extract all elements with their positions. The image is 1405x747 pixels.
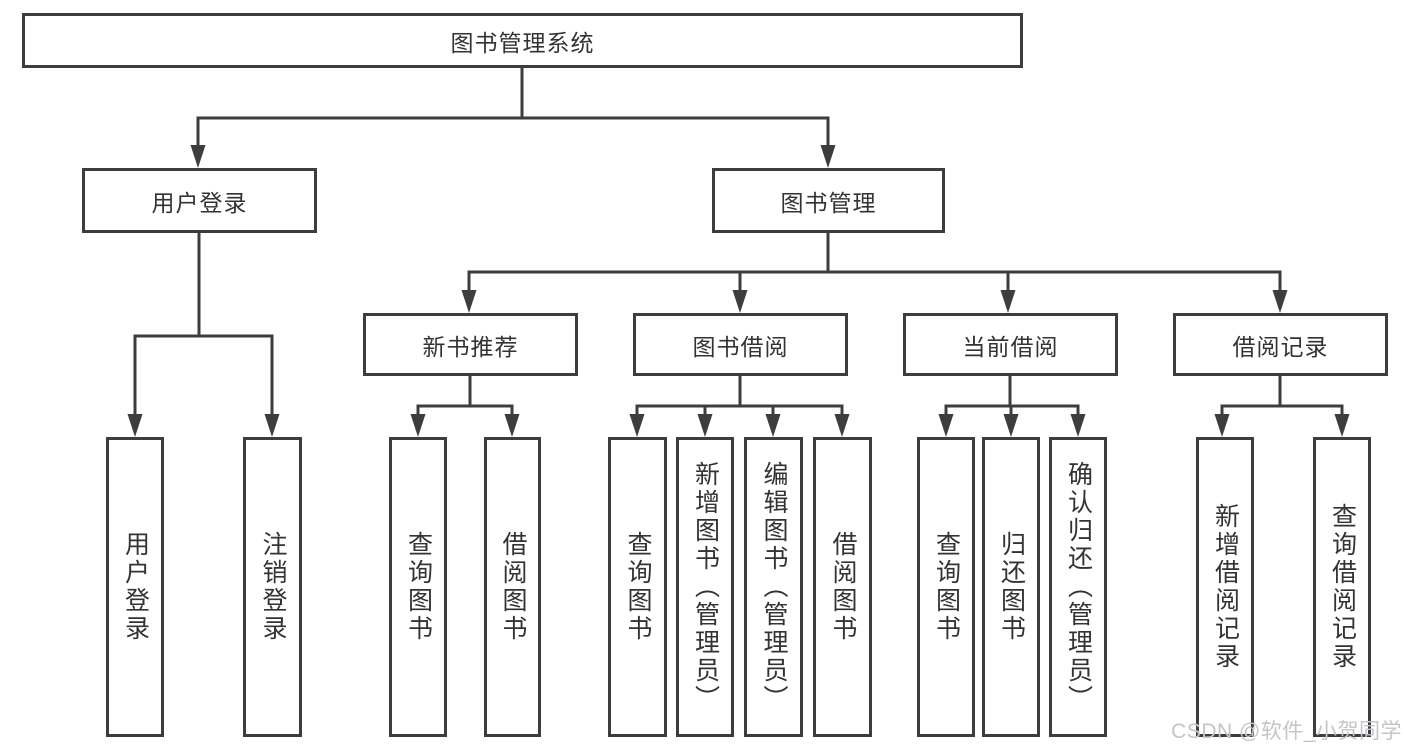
node-query-books-under-borrowing: 查询图书 bbox=[608, 437, 667, 737]
node-label: 借阅图书 bbox=[499, 531, 527, 643]
node-borrow-books-under-recommend: 借阅图书 bbox=[484, 437, 541, 737]
node-label: 借阅记录 bbox=[1232, 333, 1329, 360]
node-label: 查询图书 bbox=[404, 531, 433, 643]
node-borrowing-records: 借阅记录 bbox=[1173, 313, 1388, 376]
node-label: 新增图书（管理员） bbox=[691, 461, 720, 713]
node-label: 确认归还（管理员） bbox=[1064, 461, 1093, 713]
node-library-management-system: 图书管理系统 bbox=[22, 13, 1023, 68]
node-label: 图书借阅 bbox=[692, 333, 789, 360]
node-logout-leaf: 注销登录 bbox=[243, 437, 302, 737]
node-label: 查询图书 bbox=[932, 531, 961, 643]
node-label: 编辑图书（管理员） bbox=[760, 461, 788, 713]
node-new-book-recommend: 新书推荐 bbox=[363, 313, 578, 376]
node-label: 查询借阅记录 bbox=[1328, 503, 1357, 671]
node-book-management: 图书管理 bbox=[712, 168, 945, 233]
node-query-books-under-recommend: 查询图书 bbox=[389, 437, 447, 737]
node-borrow-books-under-borrowing: 借阅图书 bbox=[813, 437, 872, 737]
node-label: 注销登录 bbox=[259, 531, 287, 643]
node-label: 图书管理系统 bbox=[450, 29, 595, 56]
node-query-books-under-current: 查询图书 bbox=[917, 437, 975, 737]
node-label: 查询图书 bbox=[624, 531, 652, 643]
node-query-borrow-record: 查询借阅记录 bbox=[1313, 437, 1371, 737]
node-label: 当前借阅 bbox=[962, 333, 1059, 360]
node-label: 图书管理 bbox=[780, 189, 877, 216]
node-label: 借阅图书 bbox=[829, 531, 857, 643]
node-add-books-admin: 新增图书（管理员） bbox=[676, 437, 734, 737]
node-label: 归还图书 bbox=[997, 531, 1026, 643]
node-label: 新书推荐 bbox=[422, 333, 519, 360]
node-current-borrowing: 当前借阅 bbox=[903, 313, 1118, 376]
node-label: 用户登录 bbox=[121, 531, 150, 643]
node-label: 新增借阅记录 bbox=[1211, 503, 1240, 671]
node-add-borrow-record: 新增借阅记录 bbox=[1196, 437, 1254, 737]
node-edit-books-admin: 编辑图书（管理员） bbox=[744, 437, 803, 737]
node-user-login: 用户登录 bbox=[82, 168, 317, 233]
node-user-login-leaf: 用户登录 bbox=[106, 437, 164, 737]
node-label: 用户登录 bbox=[151, 189, 248, 216]
node-book-borrowing: 图书借阅 bbox=[633, 313, 848, 376]
node-confirm-return-admin: 确认归还（管理员） bbox=[1049, 437, 1107, 737]
node-return-books: 归还图书 bbox=[982, 437, 1040, 737]
csdn-watermark: CSDN @软件_小贺同学 bbox=[1171, 720, 1402, 743]
